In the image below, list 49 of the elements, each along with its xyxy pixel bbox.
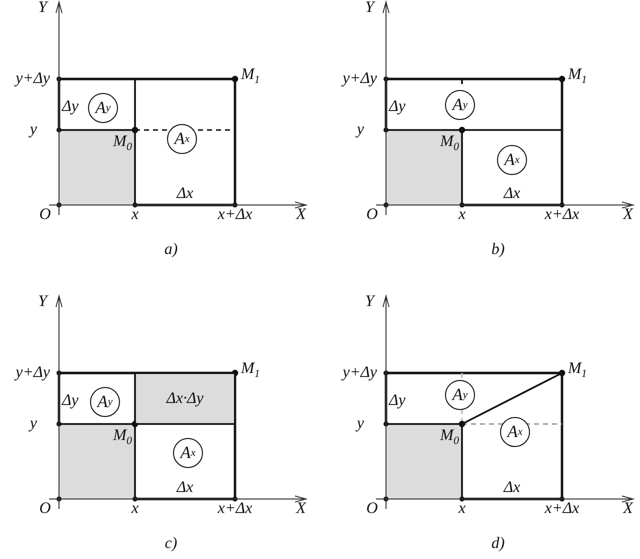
origin-label: O (366, 207, 378, 223)
axis-label: Y (365, 294, 374, 310)
length-label: Δy (389, 393, 406, 409)
axis-label: X (623, 501, 633, 517)
origin-label: O (39, 501, 51, 517)
tick-label: y+Δy (16, 71, 50, 87)
shaded-area: Δx·Δy (136, 374, 234, 424)
point-label: M$_{1}$ (241, 360, 260, 380)
point-label: M$_{1}$ (568, 360, 587, 380)
tick-label: x+Δx (544, 207, 580, 223)
length-label: Δy (62, 99, 78, 115)
point-label: M$_{0}$ (113, 134, 132, 152)
tick-label: y (356, 122, 364, 138)
tick-label: y (30, 416, 37, 432)
panel-caption: b) (491, 242, 505, 258)
point-label: M$_{0}$ (440, 134, 459, 152)
axis-label: Y (38, 0, 47, 16)
tick-label: x (458, 501, 466, 517)
tick-label: x (131, 501, 139, 517)
tick-label: y (356, 416, 364, 432)
axis-label: Y (365, 0, 374, 16)
origin-label: O (39, 207, 51, 223)
panel-caption: c) (164, 536, 178, 552)
point-label: M$_{0}$ (113, 428, 132, 446)
length-label: Δy (389, 99, 406, 115)
point-label: M$_{0}$ (440, 428, 459, 446)
tick-label: y+Δy (342, 365, 377, 381)
tick-label: x+Δx (218, 501, 252, 517)
tick-label: x (458, 207, 466, 223)
tick-label: x+Δx (218, 207, 252, 223)
tick-label: y+Δy (16, 365, 50, 381)
tick-label: x+Δx (544, 501, 580, 517)
tick-label: x (131, 207, 139, 223)
length-label: Δx (504, 480, 520, 496)
point-label: M$_{1}$ (241, 66, 260, 86)
panel-caption: a) (164, 242, 178, 258)
panel-caption: d) (491, 536, 505, 552)
origin-label: O (366, 501, 378, 517)
axis-label: X (296, 501, 306, 517)
point-label: M$_{1}$ (568, 66, 587, 86)
length-label: Δx (176, 480, 194, 496)
axis-label: Y (38, 294, 47, 310)
axis-label: X (623, 207, 633, 223)
length-label: Δx (176, 186, 194, 202)
tick-label: y+Δy (342, 71, 377, 87)
tick-label: y (30, 122, 37, 138)
axis-label: X (296, 207, 306, 223)
length-label: Δx (504, 186, 520, 202)
length-label: Δy (62, 393, 78, 409)
